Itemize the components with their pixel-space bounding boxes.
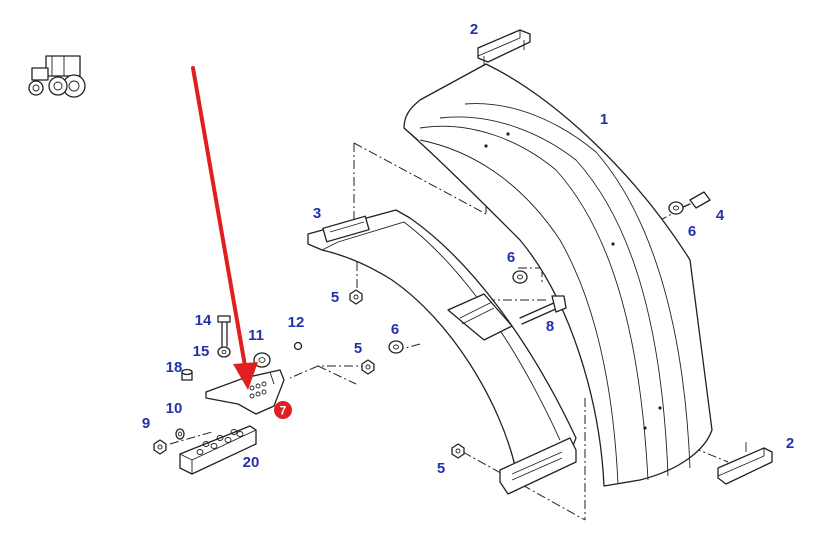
- callout-label-7: 7: [280, 404, 287, 418]
- rubber-flap-part-2-bottom: [717, 442, 773, 485]
- label-part-1: 1: [600, 111, 608, 128]
- nut-part-5-b: [361, 359, 375, 375]
- bolt-part-8: [519, 295, 567, 325]
- label-part-5-c: 5: [437, 460, 445, 477]
- washer-part-11: [253, 352, 271, 368]
- rubber-flap-part-2-top: [477, 29, 531, 66]
- label-part-10: 10: [166, 400, 183, 417]
- washer-part-6-a: [668, 201, 684, 215]
- label-part-20: 20: [243, 454, 260, 471]
- washer-part-6-b: [512, 270, 528, 284]
- washer-part-10: [175, 428, 185, 440]
- nut-part-5-a: [349, 289, 363, 305]
- label-part-18: 18: [166, 359, 183, 376]
- label-part-6-a: 6: [688, 223, 696, 240]
- label-part-12: 12: [288, 314, 305, 331]
- cap-part-12: [293, 341, 303, 351]
- label-part-5-a: 5: [331, 289, 339, 306]
- label-part-6-b: 6: [507, 249, 515, 266]
- callout-part-7: 7: [274, 401, 292, 419]
- label-part-5-b: 5: [354, 340, 362, 357]
- label-part-3: 3: [313, 205, 321, 222]
- label-part-8: 8: [546, 318, 554, 335]
- label-part-2-bottom: 2: [786, 435, 794, 452]
- label-part-2-top: 2: [470, 21, 478, 38]
- plate-part-20: [179, 425, 257, 475]
- rear-fender-part-1: [403, 63, 713, 487]
- plug-part-18: [181, 368, 193, 381]
- tractor-icon: [28, 55, 86, 98]
- pointer-arrow: [191, 66, 258, 390]
- label-part-15: 15: [193, 343, 210, 360]
- label-part-6-c: 6: [391, 321, 399, 338]
- part-labels: 1 2 2 3 4 5 5 5 6 6 6 8 9 10 11 12 14 15…: [142, 21, 794, 477]
- washer-part-6-c: [388, 340, 404, 354]
- front-fender-part-3: [307, 209, 577, 495]
- nut-part-9: [153, 439, 167, 455]
- label-part-9: 9: [142, 415, 150, 432]
- bracket-part-7: [205, 369, 285, 415]
- label-part-4: 4: [716, 207, 725, 224]
- bolt-part-14: [217, 315, 231, 347]
- label-part-14: 14: [195, 312, 212, 329]
- nut-part-5-c: [451, 443, 465, 459]
- washer-part-15: [217, 346, 231, 358]
- label-part-11: 11: [248, 327, 264, 344]
